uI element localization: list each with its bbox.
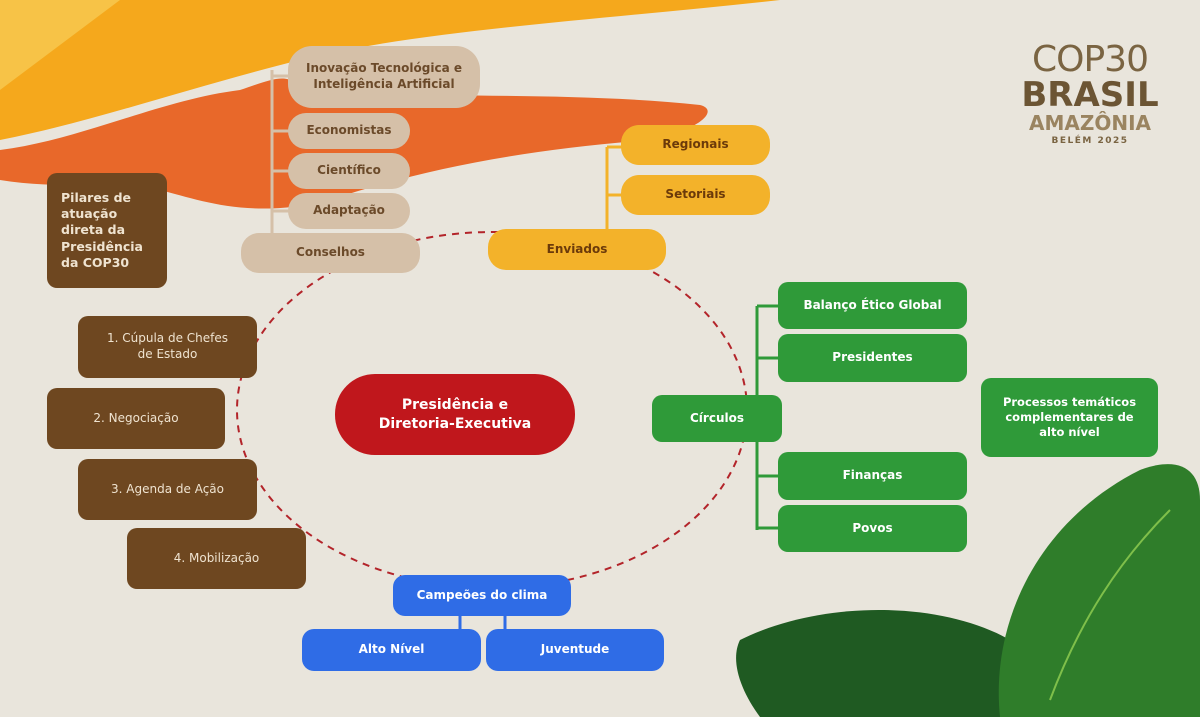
node-presidencia: Presidência e Diretoria-Executiva (335, 374, 575, 455)
pillar-agenda: 3. Agenda de Ação (78, 459, 257, 520)
conselhos-connectors (270, 70, 290, 245)
title-box: Pilares de atuação direta da Presidência… (47, 173, 167, 288)
yellow-swirl-light (0, 0, 120, 90)
yellow-swirl (0, 0, 780, 140)
node-regionais: Regionais (621, 125, 770, 165)
cop30-logo: COP30 BRASIL AMAZÔNIA BELÉM 2025 (1020, 39, 1160, 147)
node-conselhos: Conselhos (241, 233, 420, 273)
logo-amazonia: AMAZÔNIA (1028, 111, 1152, 135)
node-enviados: Enviados (488, 229, 666, 270)
logo-brasil: BRASIL (1021, 75, 1159, 115)
node-presidentes: Presidentes (778, 334, 967, 382)
node-financas: Finanças (778, 452, 967, 500)
node-alto-nivel: Alto Nível (302, 629, 481, 671)
node-adaptacao: Adaptação (288, 193, 410, 229)
node-cientifico: Científico (288, 153, 410, 189)
node-processos: Processos temáticos complementares de al… (981, 378, 1158, 457)
node-inovacao: Inovação Tecnológica e Inteligência Arti… (288, 46, 480, 108)
pillar-cupula: 1. Cúpula de Chefes de Estado (78, 316, 257, 378)
pillar-negociacao: 2. Negociação (47, 388, 225, 449)
node-setoriais: Setoriais (621, 175, 770, 215)
node-balanco: Balanço Ético Global (778, 282, 967, 329)
logo-cop30: COP30 (1032, 39, 1149, 80)
logo-belem: BELÉM 2025 (1051, 136, 1129, 146)
node-campeoes: Campeões do clima (393, 575, 571, 616)
node-juventude: Juventude (486, 629, 664, 671)
node-circulos: Círculos (652, 395, 782, 442)
node-economistas: Economistas (288, 113, 410, 149)
leaf-icon (736, 610, 1036, 717)
leaf-icon (998, 464, 1200, 717)
node-povos: Povos (778, 505, 967, 552)
pillar-mobilizacao: 4. Mobilização (127, 528, 306, 589)
enviados-connectors (605, 145, 622, 240)
leaf-vein (1049, 509, 1171, 701)
